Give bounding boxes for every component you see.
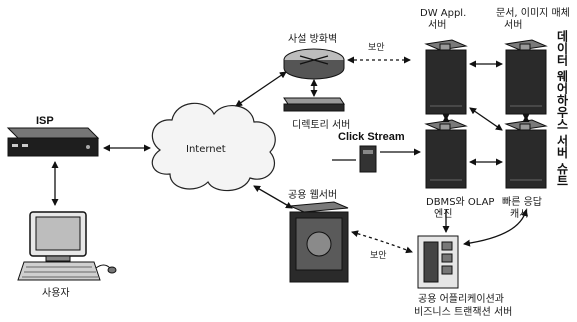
- internet-label: Internet: [186, 144, 226, 155]
- fast-cache-server-icon: [506, 120, 546, 188]
- security-top-label: 보안: [368, 42, 385, 53]
- firewall-router-icon: [284, 49, 344, 79]
- app-server-label-line1: 공용 어플리케이션과: [418, 293, 504, 305]
- app-server-label-line2: 비즈니스 트랜잭션 서버: [414, 306, 512, 318]
- security-bottom-label: 보안: [370, 250, 387, 261]
- user-label: 사용자: [42, 287, 70, 299]
- click-stream-device-icon: [360, 146, 376, 172]
- directory-server-label: 디렉토리 서버: [292, 119, 350, 131]
- internet-webserver-link: [254, 186, 292, 208]
- firewall-label: 사설 방화벽: [288, 33, 337, 45]
- isp-label: ISP: [36, 115, 54, 127]
- document-image-server-icon: [506, 40, 546, 114]
- dw-appl-server-icon: [426, 40, 466, 114]
- suite-label: 데이터 웨어하우스 서버 슈트: [555, 30, 569, 187]
- isp-device: [8, 128, 98, 156]
- public-web-server-icon: [290, 202, 348, 282]
- web-server-label: 공용 웹서버: [288, 189, 337, 201]
- dw-server-label: DW Appl.서버: [420, 8, 466, 31]
- click-stream-label: Click Stream: [338, 131, 405, 143]
- directory-server-icon: [284, 98, 344, 111]
- application-transaction-server-icon: [418, 236, 458, 288]
- internet-firewall-link: [236, 72, 286, 106]
- user-computer-icon: [18, 212, 116, 280]
- dbms-olap-server-icon: [426, 120, 466, 188]
- dw-cache-link: [470, 108, 502, 130]
- suite-vertical-label: 데이터 웨어하우스 서버 슈트: [555, 30, 569, 187]
- web-app-secure-link: [352, 232, 412, 252]
